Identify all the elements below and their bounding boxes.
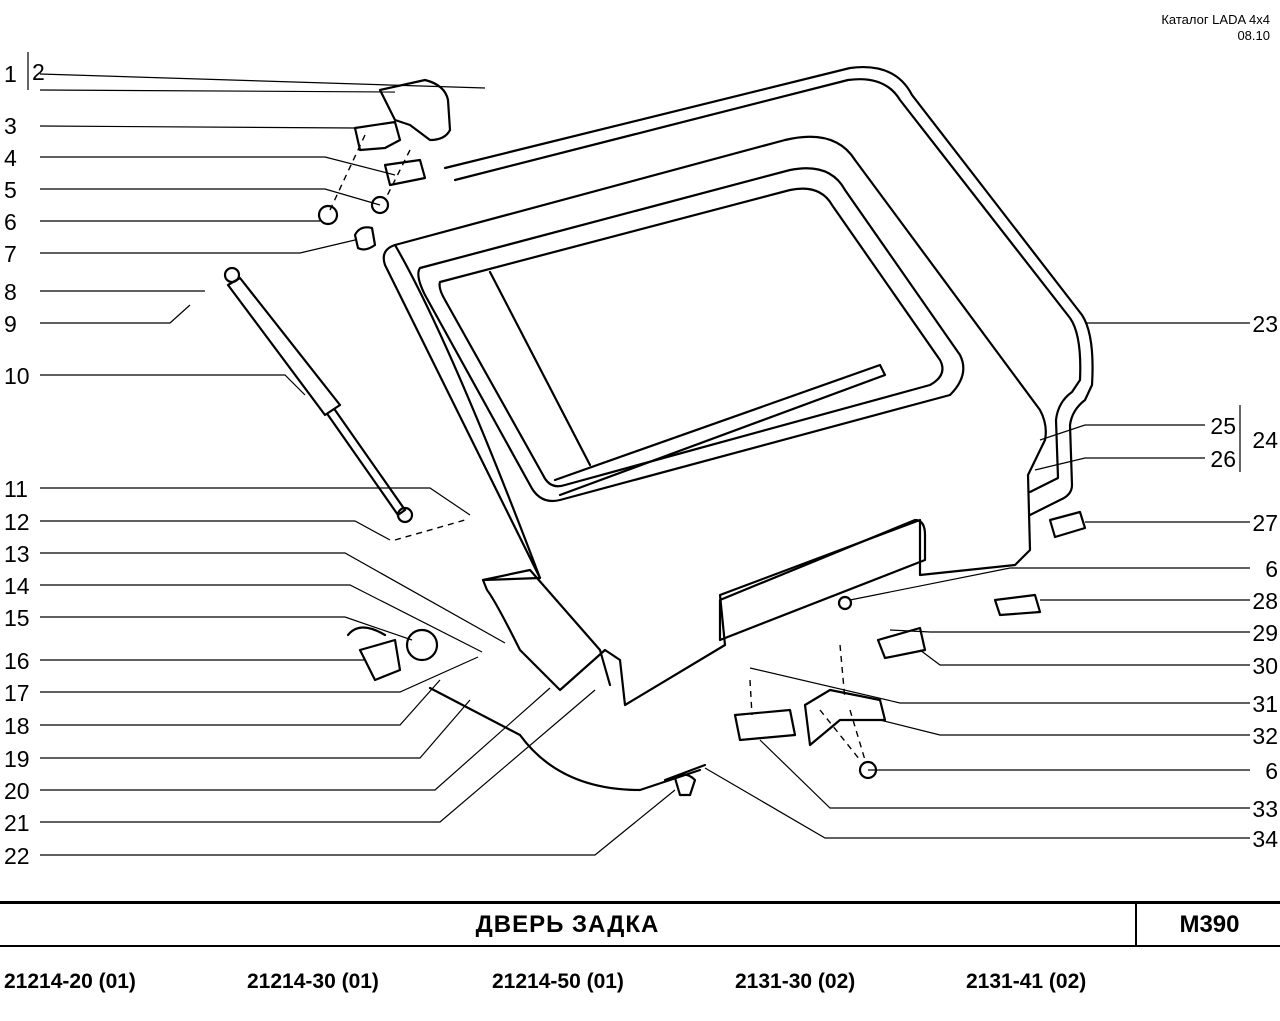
callout-12: 12 (4, 509, 30, 535)
lock-body (358, 638, 402, 682)
hinge-bushing (353, 226, 377, 251)
callout-11: 11 (4, 476, 28, 502)
striker-bracket (733, 708, 797, 742)
tailgate-exploded-diagram: 1 2 3 4 5 6 7 8 9 10 11 12 13 14 15 16 1… (4, 52, 1278, 869)
callout-34: 34 (1252, 826, 1278, 852)
callout-17: 17 (4, 680, 30, 706)
callout-25: 25 (1210, 413, 1236, 439)
cable-spring (663, 763, 707, 782)
title-bar: ДВЕРЬ ЗАДКА М390 (0, 901, 1280, 947)
catalog-date: 08.10 (1237, 28, 1270, 43)
callout-30: 30 (1252, 653, 1278, 679)
callout-4: 4 (4, 145, 17, 171)
callout-6: 6 (4, 209, 17, 235)
callout-8: 8 (4, 279, 17, 305)
callout-2: 2 (32, 59, 45, 85)
model-2: 21214-30 (01) (247, 970, 379, 993)
callout-6-right: 6 (1265, 556, 1278, 582)
callout-19: 19 (4, 746, 30, 772)
callout-28: 28 (1252, 588, 1278, 614)
catalog-header: Каталог LADA 4x4 08.10 (1161, 12, 1270, 44)
strut-end-bottom (396, 506, 414, 524)
tailgate-panel (393, 135, 1047, 707)
callout-9: 9 (4, 311, 17, 337)
callout-20: 20 (4, 778, 30, 804)
callout-13: 13 (4, 541, 30, 567)
seal-outline (443, 66, 1094, 517)
model-5: 2131-41 (02) (966, 970, 1087, 993)
cable-clip (673, 773, 697, 797)
callout-18: 18 (4, 713, 30, 739)
hinge-plate (353, 120, 402, 152)
lock-ring (405, 628, 439, 662)
callout-14: 14 (4, 573, 30, 599)
tailgate-handle (876, 626, 927, 660)
bump-stop-27 (1048, 510, 1087, 539)
callout-24: 24 (1252, 427, 1278, 453)
callout-3: 3 (4, 113, 17, 139)
window-inner (438, 187, 944, 488)
model-4: 2131-30 (02) (735, 970, 856, 993)
callout-27: 27 (1252, 510, 1278, 536)
callout-1: 1 (4, 61, 17, 87)
hinge-washer (370, 195, 390, 215)
gas-strut-body (226, 276, 342, 417)
callout-29: 29 (1252, 620, 1278, 646)
gas-strut-rod (326, 408, 407, 517)
model-3: 21214-50 (01) (492, 970, 624, 993)
bottom-flange (481, 568, 612, 687)
window-glass-edge (488, 270, 592, 467)
page-title: ДВЕРЬ ЗАДКА (475, 911, 660, 938)
callout-26: 26 (1210, 446, 1236, 472)
callout-21: 21 (4, 810, 30, 836)
callout-15: 15 (4, 605, 30, 631)
callout-6-lower: 6 (1265, 758, 1278, 784)
window-rail (553, 363, 887, 497)
callout-23: 23 (1252, 311, 1278, 337)
lock-bracket (803, 688, 887, 747)
bump-stop-28 (993, 593, 1042, 617)
window-outer (417, 167, 965, 503)
callout-10: 10 (4, 363, 30, 389)
callout-16: 16 (4, 648, 30, 674)
tailgate-flange (382, 243, 542, 580)
lock-cable (428, 686, 702, 792)
license-recess (718, 518, 927, 642)
callout-31: 31 (1252, 691, 1278, 717)
callout-33: 33 (1252, 796, 1278, 822)
callout-22: 22 (4, 843, 30, 869)
model-1: 21214-20 (01) (4, 970, 136, 993)
callout-7: 7 (4, 241, 17, 267)
section-code: М390 (1135, 904, 1280, 945)
handle-nut (837, 595, 853, 611)
catalog-name: Каталог LADA 4x4 (1161, 12, 1270, 27)
callout-5: 5 (4, 177, 17, 203)
strut-end-top (223, 266, 241, 284)
callout-32: 32 (1252, 723, 1278, 749)
lock-hook (346, 626, 387, 637)
hinge-cover (378, 78, 452, 142)
hinge-plate-2 (383, 158, 427, 187)
seal-inner (453, 78, 1082, 494)
hinge-nut (317, 204, 339, 226)
